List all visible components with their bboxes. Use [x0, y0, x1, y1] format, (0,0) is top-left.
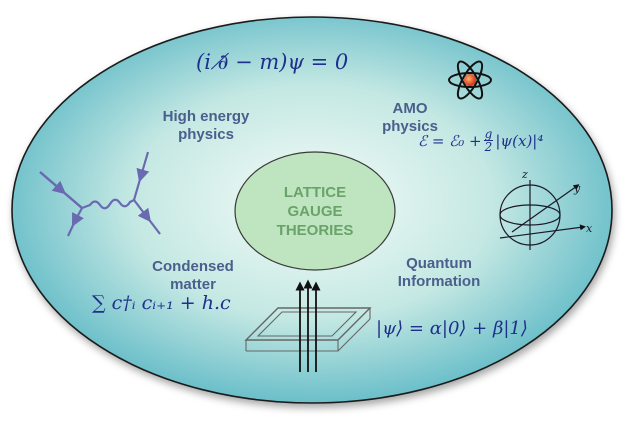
- atom-icon: [448, 60, 492, 100]
- label-quantum-line2: Information: [397, 273, 481, 290]
- label-condensed: Condensed matter: [138, 258, 248, 294]
- bloch-axis-x: x: [586, 222, 593, 235]
- label-quantum: Quantum Information: [384, 255, 494, 291]
- feynman-diagram: [39, 151, 161, 237]
- label-amo: AMO physics: [370, 100, 450, 136]
- center-ellipse: [234, 151, 396, 271]
- bloch-axis-y: y: [573, 182, 581, 195]
- center-label: LATTICE GAUGE THEORIES: [255, 183, 375, 240]
- label-condensed-line2: matter: [170, 276, 216, 293]
- label-condensed-line1: Condensed: [152, 258, 234, 275]
- center-line3: THEORIES: [276, 222, 354, 239]
- label-high-energy: High energy physics: [150, 108, 262, 144]
- bloch-sphere: [499, 180, 586, 250]
- label-amo-line2: physics: [382, 118, 438, 135]
- hopping-hamiltonian: ∑ c†ᵢ cᵢ₊₁ + h.c: [92, 292, 231, 314]
- center-line1: LATTICE: [283, 184, 347, 201]
- qubit-state: |ψ⟩ = α|0⟩ + β|1⟩: [376, 318, 528, 339]
- gpe-numerator: g: [483, 127, 494, 141]
- gpe-fraction: g 2: [483, 127, 494, 154]
- label-amo-line1: AMO: [392, 100, 428, 117]
- gpe-denominator: 2: [484, 140, 493, 154]
- dirac-equation: (i ∂̸ − m)ψ = 0: [196, 50, 349, 74]
- gpe-equation: ℰ = ℰ₀ + g 2 |ψ(x)|⁴: [418, 128, 543, 153]
- center-line2: GAUGE: [287, 203, 343, 220]
- flux-loop: [244, 279, 372, 372]
- gpe-tail: |ψ(x)|⁴: [495, 131, 544, 150]
- gpe-lhs: ℰ = ℰ₀ +: [418, 131, 482, 150]
- label-high-energy-line1: High energy: [162, 108, 250, 125]
- bloch-axis-z: z: [521, 168, 528, 181]
- label-high-energy-line2: physics: [178, 126, 234, 143]
- label-quantum-line1: Quantum: [406, 255, 472, 272]
